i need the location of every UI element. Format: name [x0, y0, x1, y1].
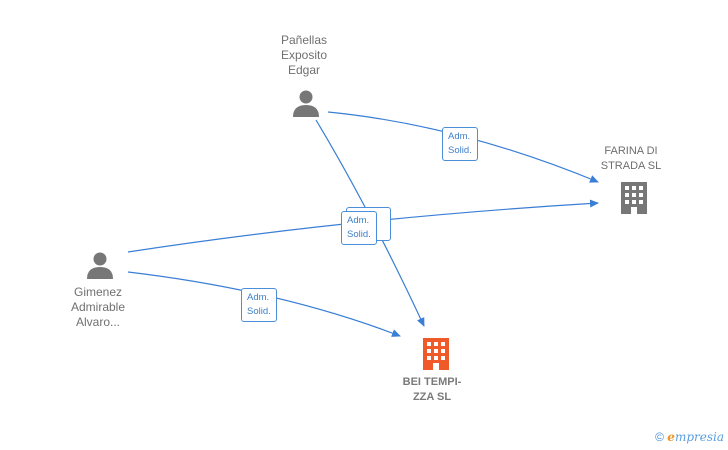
label-line: Alvaro...: [75, 315, 120, 329]
edge-label-line: Adm.: [347, 215, 370, 226]
logo-text: mpresia: [674, 430, 724, 444]
copyright-notice: © empresia: [655, 430, 724, 444]
edge-label-line: Adm.: [448, 131, 471, 142]
label-line: BEI TEMPI-: [402, 376, 462, 388]
company-label-bei-tempizza[interactable]: BEI TEMPI- ZZA SL: [372, 375, 492, 405]
copyright-symbol: ©: [655, 430, 664, 444]
label-line: FARINA DI: [604, 145, 658, 157]
edge-label-adm-solid[interactable]: Adm. Solid.: [241, 288, 277, 322]
person-icon: [87, 252, 113, 279]
label-line: Edgar: [287, 63, 321, 77]
label-line: Pañellas: [280, 33, 328, 47]
label-line: STRADA SL: [600, 160, 662, 172]
edge-label-line: Solid.: [347, 229, 371, 240]
person-label-top[interactable]: Pañellas Exposito Edgar: [244, 33, 364, 78]
logo-initial: e: [667, 430, 675, 444]
edge-label-line: Solid.: [448, 145, 472, 156]
company-label-farina[interactable]: FARINA DI STRADA SL: [571, 144, 691, 174]
label-line: ZZA SL: [412, 391, 452, 403]
person-icon: [293, 90, 319, 117]
person-label-left[interactable]: Gimenez Admirable Alvaro...: [38, 285, 158, 330]
label-line: Admirable: [70, 300, 126, 314]
building-icon: [423, 338, 449, 370]
edge-label-line: Solid.: [247, 306, 271, 317]
edge-label-line: Adm.: [247, 292, 270, 303]
label-line: Gimenez: [73, 285, 123, 299]
edge-label-adm-solid[interactable]: Adm. Solid.: [442, 127, 478, 161]
building-icon: [621, 182, 647, 214]
empresia-logo: empresia: [667, 430, 724, 444]
label-line: Exposito: [280, 48, 328, 62]
edge-label-adm-solid[interactable]: Adm. Solid.: [341, 211, 377, 245]
